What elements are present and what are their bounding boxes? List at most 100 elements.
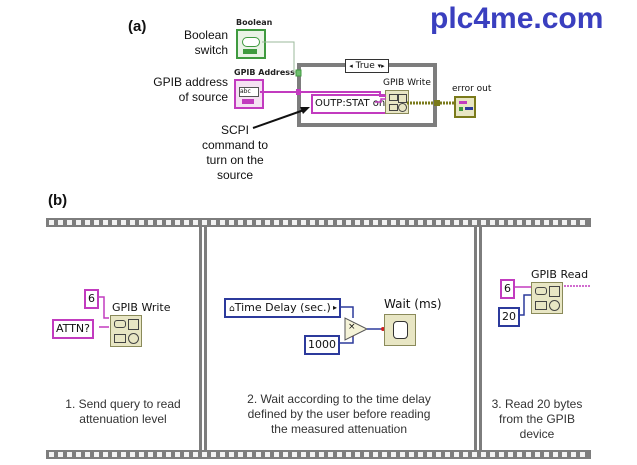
sprocket-hole (166, 220, 171, 225)
wait-ms-node[interactable] (384, 314, 416, 346)
sprocket-hole (319, 452, 324, 457)
sprocket-hole (175, 452, 180, 457)
annotation-line: SCPI (220, 123, 249, 137)
dropdown-arrow-icon[interactable]: ▾▸ (377, 62, 385, 70)
sprocket-hole (544, 452, 549, 457)
part-b-label: (b) (48, 192, 68, 209)
frame1-string-constant[interactable]: ATTN? (52, 319, 94, 339)
error-string-icon (459, 101, 467, 104)
error-tunnel (434, 100, 440, 106)
monitor-glyph-icon (549, 286, 560, 297)
sprocket-hole (211, 220, 216, 225)
frame-separator (204, 227, 207, 450)
gpib-read-title: GPIB Read (531, 268, 589, 281)
frame3-address-constant[interactable]: 6 (500, 279, 515, 299)
sprocket-hole (121, 452, 126, 457)
frame1-node-title: GPIB Write (112, 301, 171, 314)
frame1-gpib-write-node[interactable] (110, 315, 142, 347)
annotation-line: turn on the (206, 153, 264, 167)
sprocket-hole (94, 452, 99, 457)
part-a-label: (a) (128, 18, 147, 35)
sprocket-hole (184, 220, 189, 225)
sprocket-hole (436, 220, 441, 225)
sprocket-hole (139, 452, 144, 457)
gpib-write-title: GPIB Write (383, 78, 431, 88)
sprocket-hole (553, 452, 558, 457)
gpib-write-node[interactable] (385, 90, 409, 114)
frame2-const-wire (336, 336, 354, 344)
sprocket-hole (508, 220, 513, 225)
boolean-control[interactable] (236, 29, 266, 59)
scpi-arrow (252, 109, 305, 129)
sprocket-hole (373, 220, 378, 225)
multiply-node (344, 317, 369, 341)
frame2-time-wire (338, 306, 354, 318)
sprocket-hole (337, 452, 342, 457)
frame1-address-constant[interactable]: 6 (84, 289, 99, 309)
site-watermark: plc4me.com (430, 2, 604, 35)
caption-line: from the GPIB (498, 412, 576, 426)
wristwatch-icon (393, 321, 408, 339)
case-selector[interactable]: ◂ True ▾▸ (345, 59, 389, 73)
case-selector-value: True (355, 61, 375, 71)
sprocket-hole (436, 452, 441, 457)
sprocket-hole (310, 452, 315, 457)
sprocket-hole (463, 452, 468, 457)
sprocket-hole (562, 220, 567, 225)
sprocket-hole (220, 220, 225, 225)
string-glyph-icon: abc (239, 87, 259, 97)
sprocket-hole (463, 220, 468, 225)
sprocket-hole (301, 452, 306, 457)
local-variable-label: Time Delay (sec.) (234, 301, 331, 314)
sprocket-hole (202, 452, 207, 457)
sprocket-hole (544, 220, 549, 225)
scpi-arrowhead-icon (300, 107, 310, 114)
clock-glyph-icon (549, 300, 560, 311)
sprocket-hole (427, 452, 432, 457)
caption-line: defined by the user before reading (247, 407, 431, 421)
sprocket-hole (85, 452, 90, 457)
gpib-address-wire (260, 91, 386, 97)
sprocket-hole (58, 220, 63, 225)
tf-indicator-icon (243, 49, 257, 54)
time-delay-local-variable[interactable]: ⌂Time Delay (sec.)▸ (224, 298, 341, 318)
byte-count-constant[interactable]: 20 (498, 307, 520, 327)
boolean-control-title: Boolean (236, 18, 273, 27)
sprocket-hole (103, 220, 108, 225)
sprocket-hole (490, 452, 495, 457)
sprocket-hole (580, 452, 585, 457)
sprocket-hole (364, 220, 369, 225)
sprocket-hole (355, 220, 360, 225)
error-out-indicator[interactable] (454, 96, 476, 118)
gpib-read-node[interactable] (531, 282, 563, 314)
sprocket-hole (418, 220, 423, 225)
sprocket-hole (193, 220, 198, 225)
sprocket-hole (247, 220, 252, 225)
sprocket-hole (274, 452, 279, 457)
vi-glyph-icon (389, 94, 398, 101)
sprocket-hole (445, 220, 450, 225)
sprocket-hole (265, 452, 270, 457)
sprocket-hole (301, 220, 306, 225)
sprocket-hole (571, 220, 576, 225)
sprocket-hole (175, 220, 180, 225)
sprocket-hole (238, 452, 243, 457)
sprocket-hole (346, 220, 351, 225)
decrement-arrow-icon[interactable]: ◂ (349, 62, 353, 70)
multiplier-constant[interactable]: 1000 (304, 335, 340, 355)
sprocket-hole (130, 452, 135, 457)
sprocket-hole (85, 220, 90, 225)
gpib-address-control-title: GPIB Address (234, 68, 295, 77)
sprocket-hole (148, 220, 153, 225)
sprocket-hole (184, 452, 189, 457)
gpib-address-control[interactable]: abc (234, 79, 264, 109)
multiply-symbol: × (348, 322, 356, 332)
sprocket-hole (274, 220, 279, 225)
arrow-right-icon: ▸ (332, 303, 337, 312)
sprocket-hole (517, 220, 522, 225)
frame2-caption: 2. Wait according to the time delay defi… (214, 392, 464, 437)
sprocket-hole (409, 452, 414, 457)
sprocket-hole (256, 452, 261, 457)
caption-line: device (519, 427, 555, 441)
sprocket-hole (292, 220, 297, 225)
